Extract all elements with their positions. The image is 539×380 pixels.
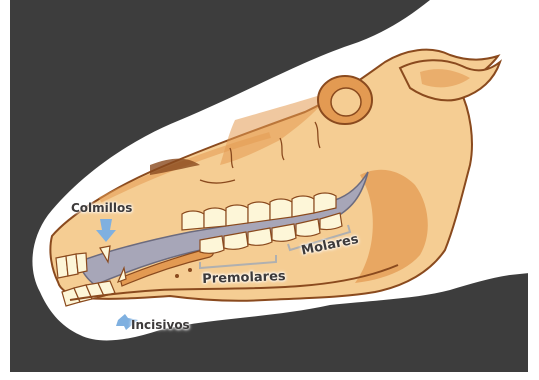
eye-orbit-inner — [331, 88, 361, 116]
canines-label: Colmillos — [71, 201, 132, 215]
premolars-label: Premolares — [202, 269, 286, 287]
incisors-label: Incisivos — [131, 318, 190, 332]
